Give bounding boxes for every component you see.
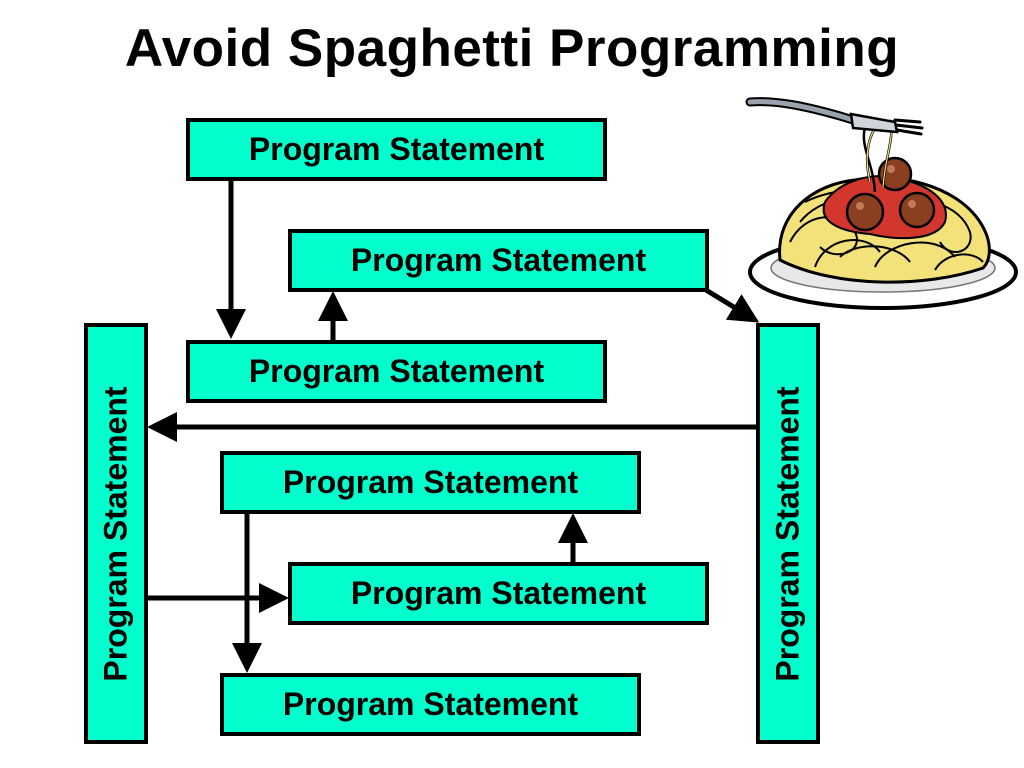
statement-box-right-vertical-label: Program Statement bbox=[769, 385, 806, 682]
statement-box-1: Program Statement bbox=[186, 118, 607, 181]
statement-box-right-vertical: Program Statement bbox=[756, 323, 820, 744]
statement-box-1-label: Program Statement bbox=[248, 131, 545, 167]
statement-box-5-label: Program Statement bbox=[350, 575, 647, 611]
statement-box-3: Program Statement bbox=[186, 340, 607, 403]
statement-box-4: Program Statement bbox=[220, 451, 641, 514]
statement-box-left-vertical: Program Statement bbox=[84, 323, 148, 744]
statement-box-5: Program Statement bbox=[288, 562, 709, 625]
statement-box-2: Program Statement bbox=[288, 229, 709, 292]
statement-box-6-label: Program Statement bbox=[282, 686, 579, 722]
statement-box-2-label: Program Statement bbox=[350, 242, 647, 278]
statement-box-3-label: Program Statement bbox=[248, 353, 545, 389]
statement-box-4-label: Program Statement bbox=[282, 464, 579, 500]
slide-title: Avoid Spaghetti Programming bbox=[124, 19, 900, 78]
arrow-box2-to-right bbox=[704, 287, 760, 323]
statement-box-6: Program Statement bbox=[220, 673, 641, 736]
spaghetti-plate-icon bbox=[745, 97, 1018, 310]
statement-box-left-vertical-label: Program Statement bbox=[97, 385, 134, 682]
